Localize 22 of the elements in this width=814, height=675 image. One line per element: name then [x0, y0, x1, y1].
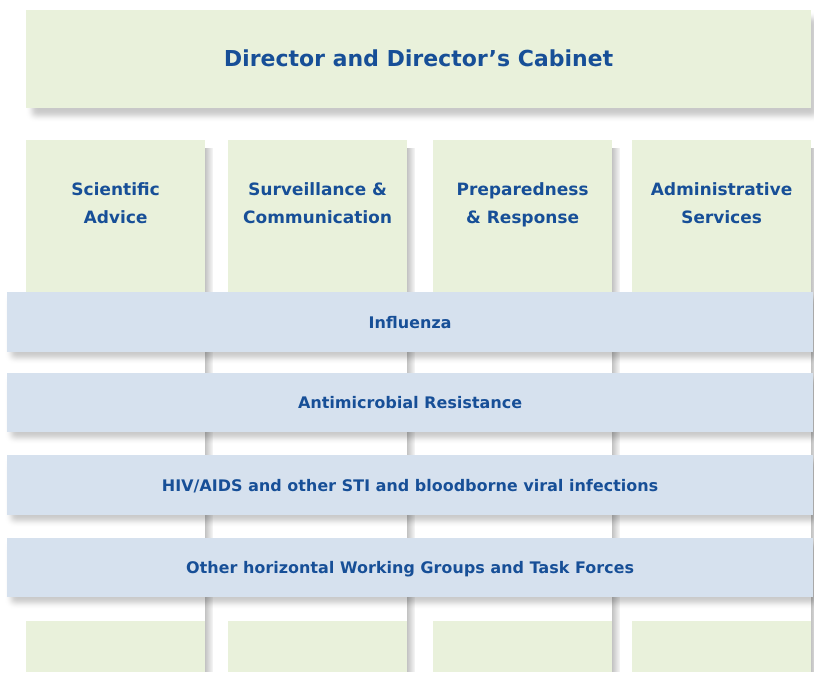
- working-group-band: [7, 538, 813, 597]
- column-base: [433, 621, 612, 672]
- working-group-band: [7, 373, 813, 432]
- column-base: [26, 621, 205, 672]
- label-text: Surveillance & Communication: [242, 179, 393, 230]
- unit-column: [26, 140, 205, 292]
- unit-column: [228, 140, 407, 292]
- director-box: [26, 10, 811, 108]
- column-base: [632, 621, 811, 672]
- label-text: Scientific Advice: [70, 179, 161, 230]
- heading-text: Director and Director’s Cabinet: [222, 46, 614, 72]
- label-text: HIV/AIDS and other STI and bloodborne viral infections: [160, 476, 660, 494]
- label-text: Administrative Services: [650, 179, 794, 230]
- label-text: Antimicrobial Resistance: [296, 393, 524, 412]
- label-text: Preparedness & Response: [456, 179, 590, 230]
- unit-column: [433, 140, 612, 292]
- label-text: Influenza: [368, 312, 452, 332]
- working-group-band: [7, 455, 813, 515]
- working-group-band: [7, 292, 813, 352]
- unit-column: [632, 140, 811, 292]
- column-base: [228, 621, 407, 672]
- label-text: Other horizontal Working Groups and Task Forces: [185, 558, 635, 577]
